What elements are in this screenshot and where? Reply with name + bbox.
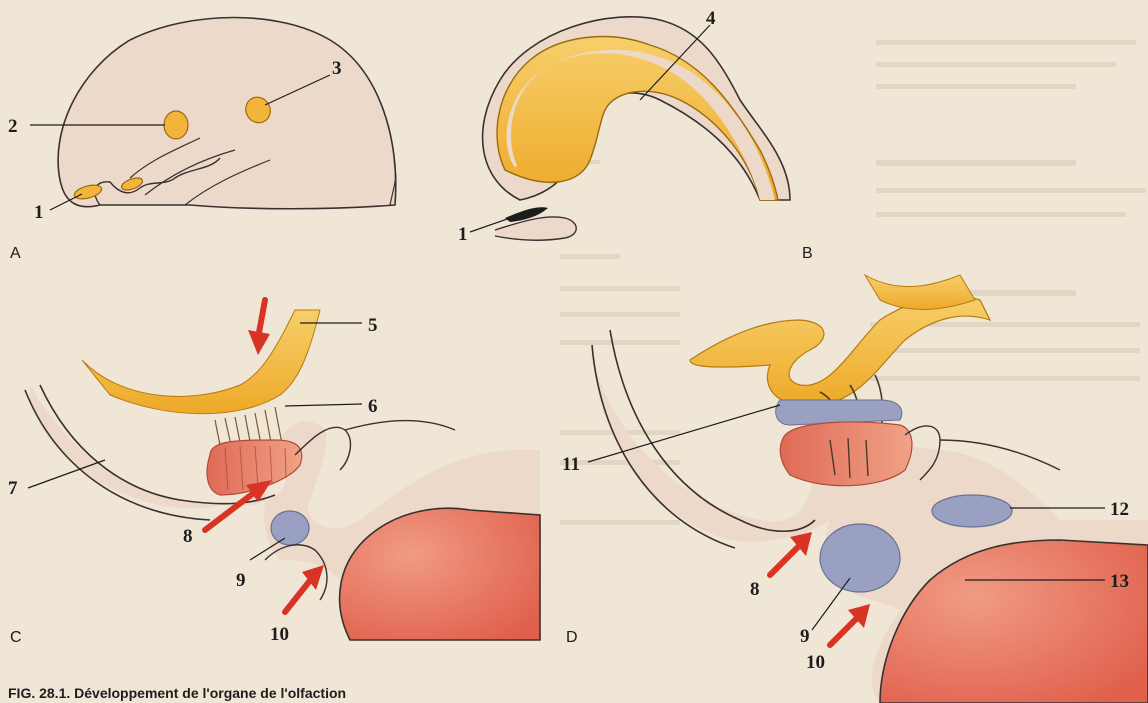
label-9-d: 9	[800, 626, 810, 647]
panel-a-letter: A	[10, 245, 21, 262]
label-6: 6	[368, 396, 378, 417]
panel-a-eye-placode	[164, 111, 188, 139]
panel-b-letter: B	[802, 245, 813, 262]
label-10-d: 10	[806, 652, 825, 673]
panel-b-sagittal-section: 4 1 B	[458, 8, 813, 262]
arrow-invagination-top-c	[248, 330, 270, 355]
panel-c-cartilage-blastema	[271, 511, 309, 545]
label-11: 11	[562, 454, 580, 475]
label-4: 4	[706, 8, 716, 29]
label-12: 12	[1110, 499, 1129, 520]
panel-d-bulb-section: 11 12 13 8 9 10 D	[562, 275, 1148, 703]
panel-c-neural-plate	[82, 310, 320, 414]
label-1-b: 1	[458, 224, 468, 245]
label-7: 7	[8, 478, 18, 499]
label-9-c: 9	[236, 570, 246, 591]
label-2: 2	[8, 116, 18, 137]
panel-a-head-outline	[58, 18, 396, 209]
panel-d-letter: D	[566, 629, 578, 646]
panel-b-lip-fold	[495, 217, 576, 240]
label-8-d: 8	[750, 579, 760, 600]
panel-c-placode-section: 5 6 7 8 9 10 C	[8, 300, 540, 646]
panel-d-cribriform-plate	[776, 400, 902, 425]
figure-caption: FIG. 28.1. Développement de l'organe de …	[8, 685, 346, 701]
panel-d-olfactory-epithelium	[780, 422, 912, 486]
label-13: 13	[1110, 571, 1129, 592]
label-1-a: 1	[34, 202, 44, 223]
label-8-c: 8	[183, 526, 193, 547]
panel-d-concha-cartilage	[932, 495, 1012, 527]
panel-c-letter: C	[10, 629, 22, 646]
label-3: 3	[332, 58, 342, 79]
panel-d-septum-cartilage	[820, 524, 900, 592]
label-5: 5	[368, 315, 378, 336]
label-10-c: 10	[270, 624, 289, 645]
panel-a-embryo-head: 2 3 1 A	[8, 18, 396, 263]
